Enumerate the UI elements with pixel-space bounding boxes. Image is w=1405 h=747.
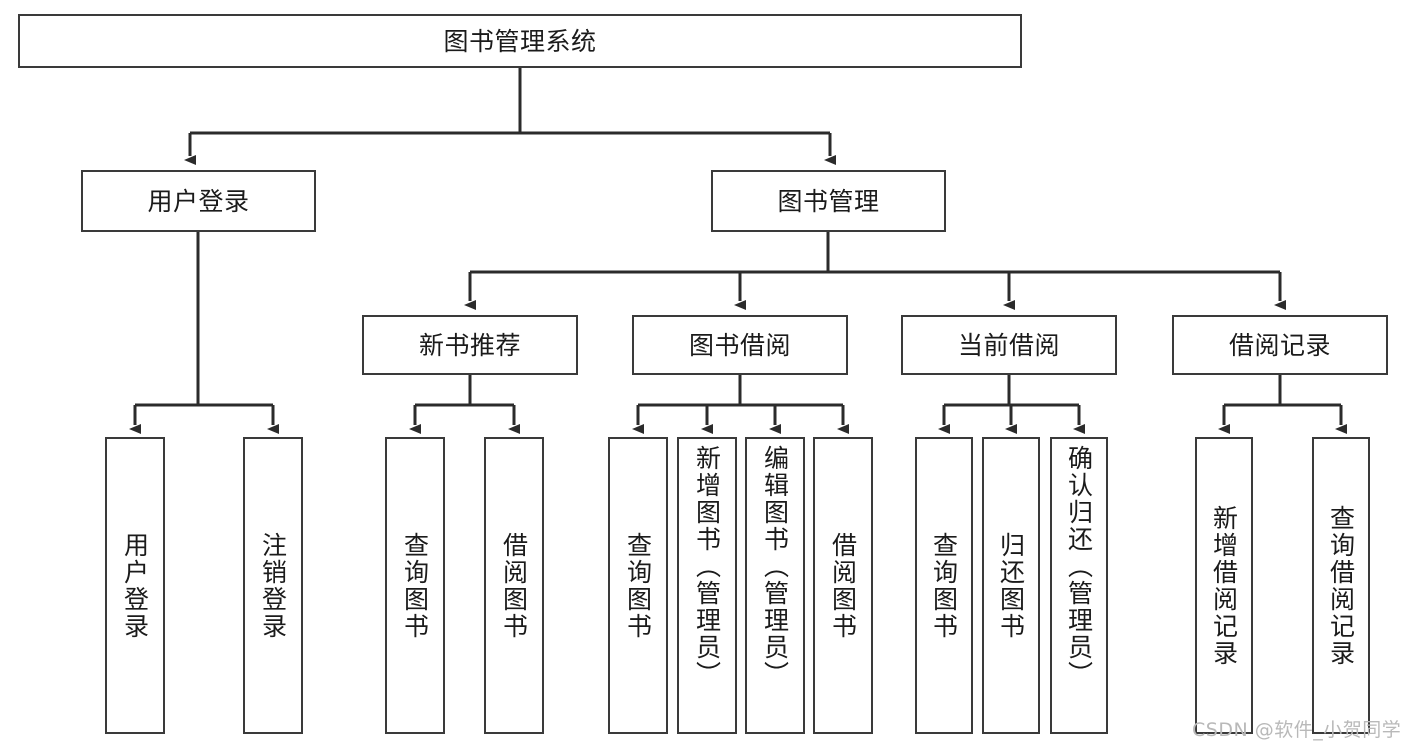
node-leaf-query-book-1[interactable]: 查询图书: [385, 437, 445, 734]
node-leaf-query-book-2[interactable]: 查询图书: [608, 437, 668, 734]
node-leaf-logout[interactable]: 注销登录: [243, 437, 303, 734]
node-label: 新增图书（管理员）: [692, 445, 722, 688]
node-new-book-recommend[interactable]: 新书推荐: [362, 315, 578, 375]
node-label: 查询图书: [623, 531, 653, 640]
node-book-management[interactable]: 图书管理: [711, 170, 946, 232]
node-label: 新增借阅记录: [1209, 504, 1239, 667]
node-label: 借阅图书: [499, 531, 529, 640]
node-label: 用户登录: [120, 531, 150, 640]
node-leaf-query-record[interactable]: 查询借阅记录: [1312, 437, 1370, 734]
node-label: 查询借阅记录: [1326, 504, 1356, 667]
node-leaf-edit-book[interactable]: 编辑图书（管理员）: [745, 437, 805, 734]
node-current-borrow[interactable]: 当前借阅: [901, 315, 1117, 375]
node-label: 归还图书: [996, 531, 1026, 640]
node-leaf-borrow-book-1[interactable]: 借阅图书: [484, 437, 544, 734]
node-leaf-query-book-3[interactable]: 查询图书: [915, 437, 973, 734]
node-label: 查询图书: [400, 531, 430, 640]
node-leaf-user-login[interactable]: 用户登录: [105, 437, 165, 734]
node-label: 查询图书: [929, 531, 959, 640]
node-label: 图书管理: [777, 186, 880, 216]
node-label: 当前借阅: [957, 330, 1060, 360]
node-root-book-management-system[interactable]: 图书管理系统: [18, 14, 1022, 68]
node-leaf-confirm-return[interactable]: 确认归还（管理员）: [1050, 437, 1108, 734]
node-user-login[interactable]: 用户登录: [81, 170, 316, 232]
node-leaf-return-book[interactable]: 归还图书: [982, 437, 1040, 734]
node-borrow-record[interactable]: 借阅记录: [1172, 315, 1388, 375]
node-label: 借阅图书: [828, 531, 858, 640]
node-label: 确认归还（管理员）: [1064, 445, 1094, 688]
node-label: 新书推荐: [418, 330, 521, 360]
node-book-borrow[interactable]: 图书借阅: [632, 315, 848, 375]
node-label: 借阅记录: [1228, 330, 1331, 360]
node-label: 图书借阅: [688, 330, 791, 360]
node-label: 用户登录: [147, 186, 250, 216]
csdn-watermark: CSDN @软件_小贺同学: [1192, 719, 1402, 741]
node-label: 注销登录: [258, 531, 288, 640]
node-label: 编辑图书（管理员）: [760, 445, 790, 688]
node-leaf-add-record[interactable]: 新增借阅记录: [1195, 437, 1253, 734]
node-label: 图书管理系统: [443, 26, 597, 56]
node-leaf-add-book[interactable]: 新增图书（管理员）: [677, 437, 737, 734]
node-leaf-borrow-book-2[interactable]: 借阅图书: [813, 437, 873, 734]
